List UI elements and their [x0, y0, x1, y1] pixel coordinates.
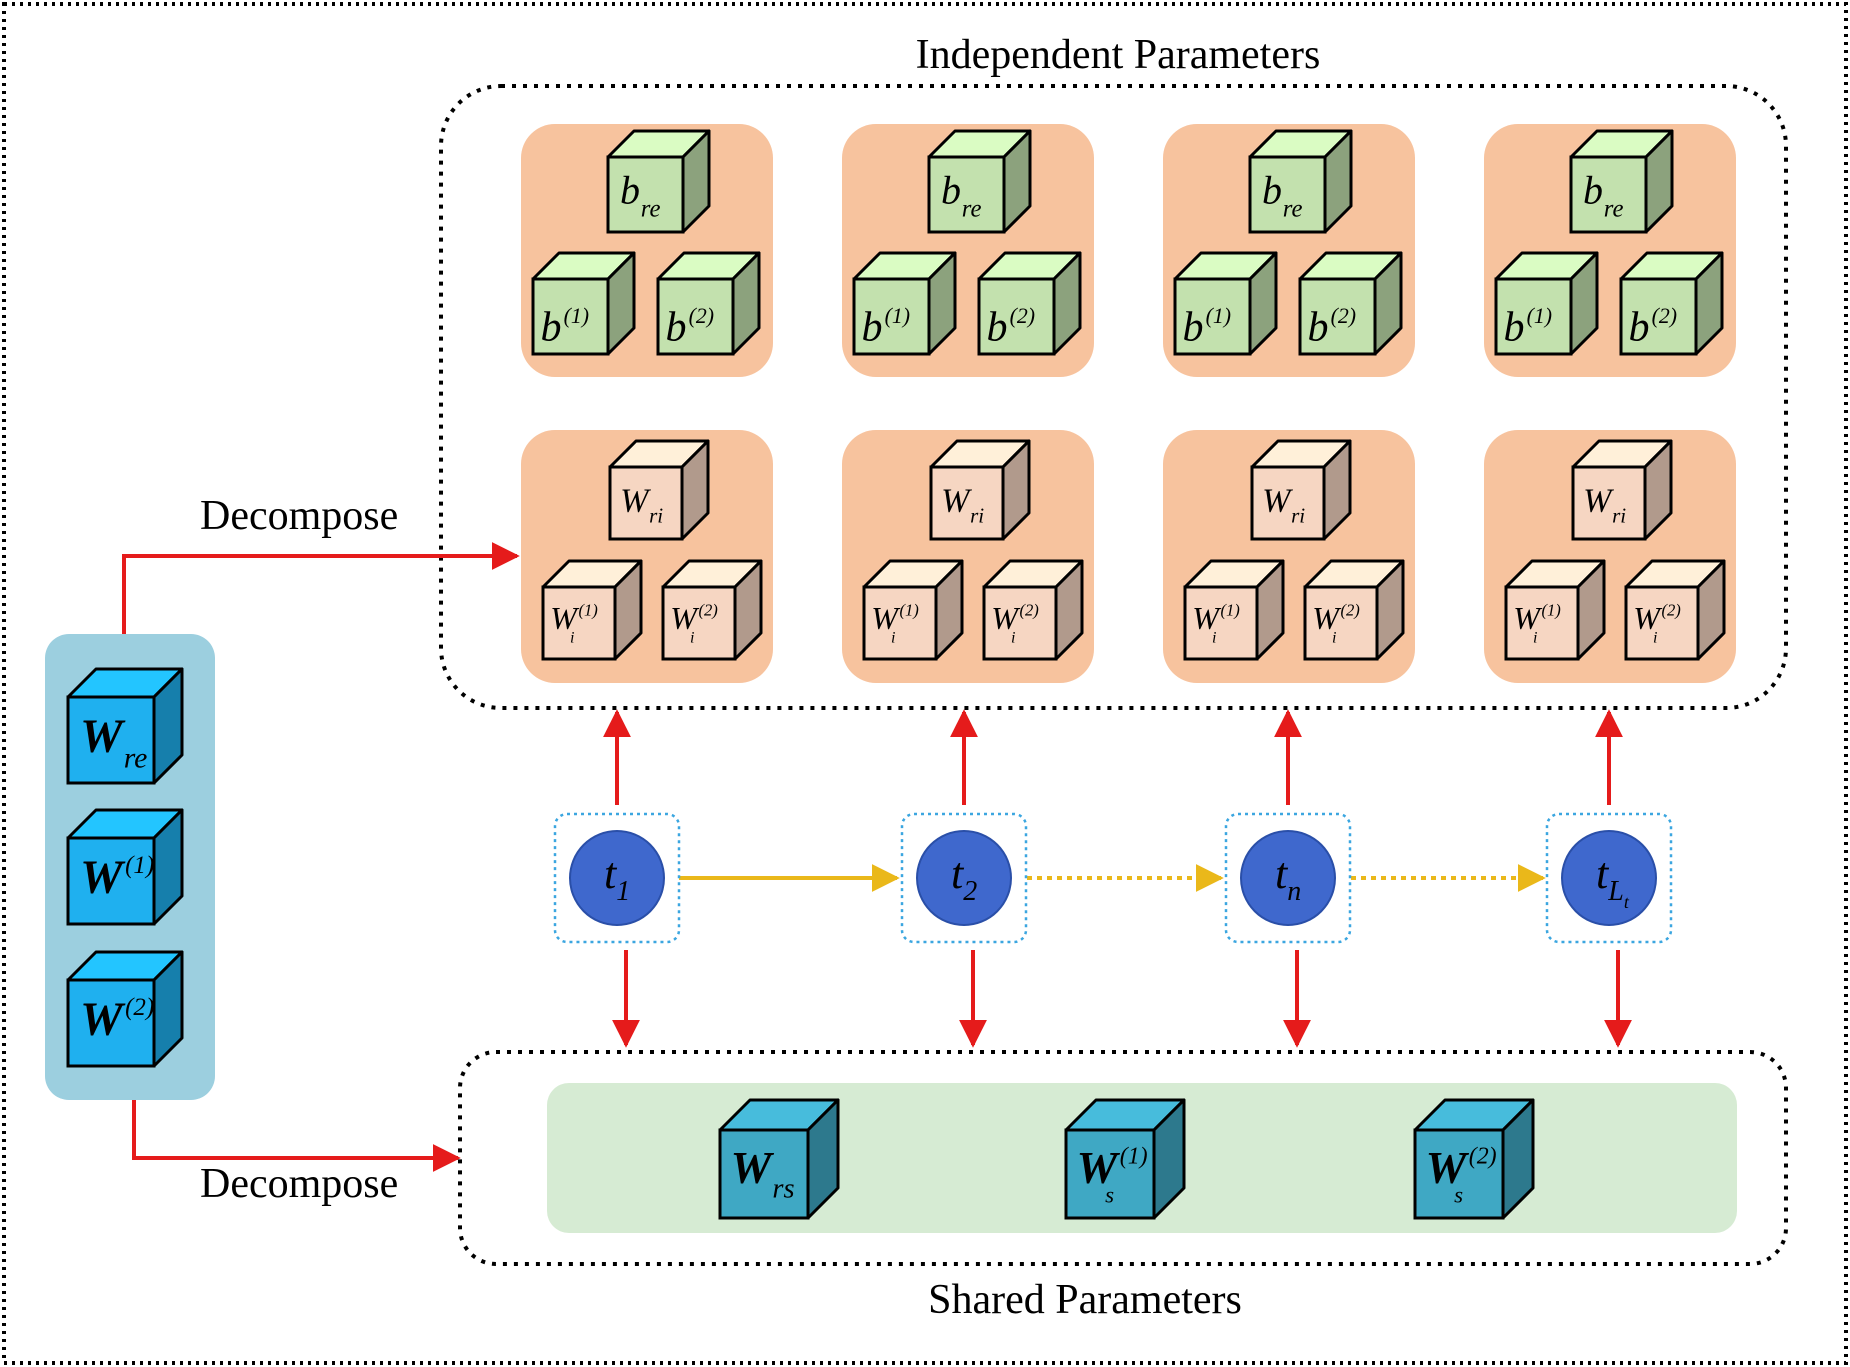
cube-label: b(1)	[1504, 304, 1553, 351]
left-cube-3: W(2)	[66, 950, 184, 1068]
cube-label: Wri	[941, 483, 984, 528]
time-node-label: tLt	[1596, 849, 1630, 912]
cube-label: W(1)i	[1192, 600, 1240, 647]
decompose-label-top: Decompose	[200, 493, 398, 539]
weight-cube-i1: W(1)i	[541, 559, 643, 661]
cube-label: W(1)s	[1077, 1142, 1148, 1208]
cube-label: b(2)	[1308, 304, 1357, 351]
cube-label: Wri	[1583, 483, 1626, 528]
time-node-label: t1	[604, 849, 630, 907]
cube-label: W(2)	[80, 993, 154, 1046]
decompose-arrow-top	[122, 542, 520, 634]
bias-cube-2: b(2)	[656, 251, 761, 356]
cube-label: W(2)s	[1426, 1142, 1497, 1208]
cube-label: W(2)i	[991, 600, 1039, 647]
time-node-label: tn	[1275, 849, 1301, 907]
cube-label: b(2)	[1629, 304, 1678, 351]
weight-cube-i2: W(2)i	[661, 559, 763, 661]
time-node-circle	[916, 830, 1012, 926]
cube-label: bre	[941, 168, 982, 223]
bias-cube-1: b(1)	[1494, 251, 1599, 356]
bias-cube-1: b(1)	[1173, 251, 1278, 356]
time-node-label: t2	[951, 849, 977, 907]
cube-label: Wre	[80, 710, 147, 774]
cube-label: Wrs	[731, 1142, 795, 1205]
bias-cube-2: b(2)	[977, 251, 1082, 356]
shared-cube-s2: W(2)s	[1413, 1098, 1535, 1220]
cube-label: Wri	[620, 483, 663, 528]
weight-cube-i1: W(1)i	[1504, 559, 1606, 661]
shared-cube-row: Wrs W(1)s W(2)s	[718, 1098, 1535, 1220]
weight-cube-i2: W(2)i	[1624, 559, 1726, 661]
shared-cube-rs: Wrs	[718, 1098, 840, 1220]
cube-label: W(1)i	[1513, 600, 1561, 647]
bias-cube-re: bre	[606, 129, 711, 234]
bias-cube-2: b(2)	[1619, 251, 1724, 356]
independent-parameters-title: Independent Parameters	[916, 32, 1321, 78]
weight-cube-ri: Wri	[608, 439, 710, 541]
cube-label: bre	[1583, 168, 1624, 223]
bias-cube-re: bre	[927, 129, 1032, 234]
shared-parameters-container	[458, 1050, 1788, 1266]
cube-label: W(2)i	[1312, 600, 1360, 647]
cube-label: Wri	[1262, 483, 1305, 528]
shared-parameters-title: Shared Parameters	[928, 1277, 1242, 1323]
cube-label: b(1)	[862, 304, 911, 351]
cube-label: bre	[1262, 168, 1303, 223]
weight-cube-i2: W(2)i	[982, 559, 1084, 661]
time-node-circle	[1240, 830, 1336, 926]
bias-cube-re: bre	[1248, 129, 1353, 234]
cube-label: b(2)	[666, 304, 715, 351]
left-cube-1: Wre	[66, 667, 184, 785]
cube-label: W(1)	[80, 851, 154, 904]
time-node-1: t1	[553, 709, 681, 1048]
weight-cube-ri: Wri	[1250, 439, 1352, 541]
decompose-label-bottom: Decompose	[200, 1161, 398, 1207]
cube-label: bre	[620, 168, 661, 223]
time-node-3: tn	[1224, 709, 1352, 1048]
cube-label: b(1)	[1183, 304, 1232, 351]
cube-label: W(2)i	[1633, 600, 1681, 647]
bias-cube-1: b(1)	[852, 251, 957, 356]
time-node-4: tLt	[1545, 709, 1673, 1048]
cube-label: b(2)	[987, 304, 1036, 351]
weight-cube-i1: W(1)i	[1183, 559, 1285, 661]
weight-cube-ri: Wri	[1571, 439, 1673, 541]
weight-cube-ri: Wri	[929, 439, 1031, 541]
cube-label: W(1)i	[871, 600, 919, 647]
decompose-arrow-bottom	[132, 1100, 461, 1172]
cube-label: b(1)	[541, 304, 590, 351]
cube-label: W(2)i	[670, 600, 718, 647]
bias-cube-re: bre	[1569, 129, 1674, 234]
time-node-circle	[569, 830, 665, 926]
shared-cube-s1: W(1)s	[1064, 1098, 1186, 1220]
bias-cube-1: b(1)	[531, 251, 636, 356]
weight-cube-i2: W(2)i	[1303, 559, 1405, 661]
timeline: t1 t2 tn tLt	[553, 709, 1673, 1048]
cube-label: W(1)i	[550, 600, 598, 647]
left-cube-2: W(1)	[66, 808, 184, 926]
weight-cube-i1: W(1)i	[862, 559, 964, 661]
time-node-circle	[1561, 830, 1657, 926]
time-node-2: t2	[900, 709, 1028, 1048]
bias-cube-2: b(2)	[1298, 251, 1403, 356]
